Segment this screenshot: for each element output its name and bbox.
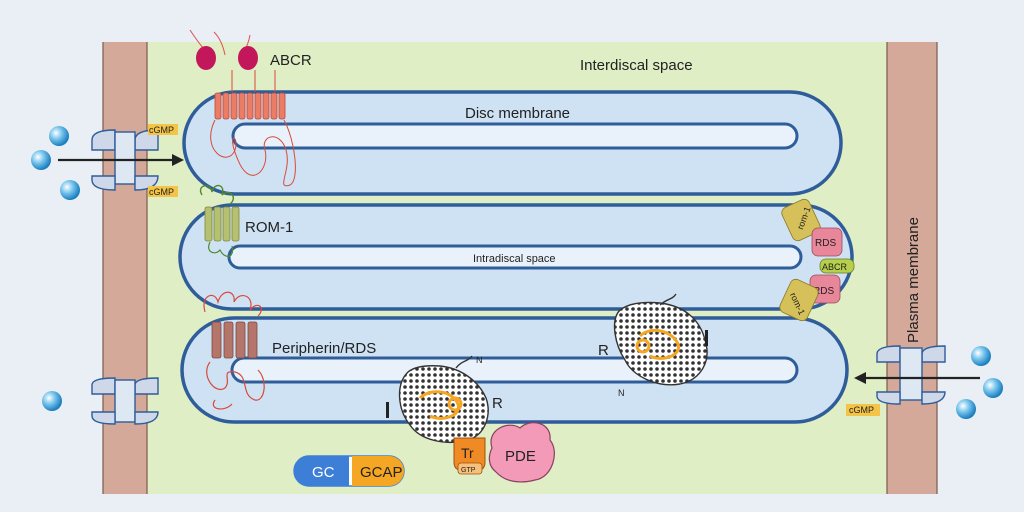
rim-rds-top <box>811 227 843 257</box>
rhodopsin-1-n-label: N <box>618 388 625 398</box>
pde: PDE <box>488 422 555 483</box>
ion <box>983 378 1003 398</box>
disc-1 <box>182 90 843 196</box>
interdiscal-space-label: Interdiscal space <box>580 57 693 74</box>
rim-complex: rom-1 RDS ABCR RDS rom-1 <box>779 198 855 322</box>
cgmp-channel-top-left: cGMP cGMP <box>58 124 184 197</box>
disc-membrane-label: Disc membrane <box>465 105 570 122</box>
rim-rds-top-label: RDS <box>815 238 836 249</box>
plasma-membrane-left <box>102 42 148 494</box>
gc-gcap: GC GCAP <box>293 455 405 487</box>
cgmp-label-3: cGMP <box>849 405 874 415</box>
plasma-membrane-right <box>886 42 938 494</box>
rhodopsin-2: R N <box>386 355 503 443</box>
gc-label: GC <box>312 464 335 481</box>
channel-bottom-left <box>91 377 159 425</box>
peripherin-rds-protein: Peripherin/RDS <box>203 291 376 410</box>
gcap-label: GCAP <box>360 464 403 481</box>
ion <box>49 126 69 146</box>
rom1-protein: ROM-1 <box>199 184 293 257</box>
intradiscal-space-label: Intradiscal space <box>473 253 556 265</box>
disc-3 <box>180 316 849 424</box>
rom1-label: ROM-1 <box>245 219 293 236</box>
cgmp-channel-right: cGMP <box>846 345 980 416</box>
rim-abcr-label: ABCR <box>822 262 848 272</box>
plasma-membrane-label: Plasma membrane <box>905 217 922 343</box>
cgmp-label-1: cGMP <box>149 125 174 135</box>
ion <box>42 391 62 411</box>
abcr-protein: ABCR <box>189 29 312 187</box>
ion <box>971 346 991 366</box>
rim-rds-bottom-label: RDS <box>813 286 834 297</box>
transducin-label: Tr <box>461 445 474 461</box>
transducin: Tr GTP <box>453 437 486 475</box>
ion <box>31 150 51 170</box>
peripherin-rds-label: Peripherin/RDS <box>272 340 376 357</box>
ion <box>60 180 80 200</box>
rim-abcr <box>819 258 855 274</box>
cgmp-label-2: cGMP <box>149 187 174 197</box>
rhodopsin-2-n-label: N <box>476 355 483 365</box>
rhodopsin-1: R N <box>598 293 708 398</box>
ion <box>956 399 976 419</box>
rim-rom1-bottom <box>779 278 819 322</box>
gtp-label: GTP <box>461 467 476 474</box>
ions <box>31 126 1003 419</box>
pde-label: PDE <box>505 448 536 465</box>
rhodopsin-2-label: R <box>492 395 503 412</box>
rhodopsin-1-label: R <box>598 342 609 359</box>
abcr-label: ABCR <box>270 52 312 69</box>
rim-rom1-top <box>781 198 821 242</box>
